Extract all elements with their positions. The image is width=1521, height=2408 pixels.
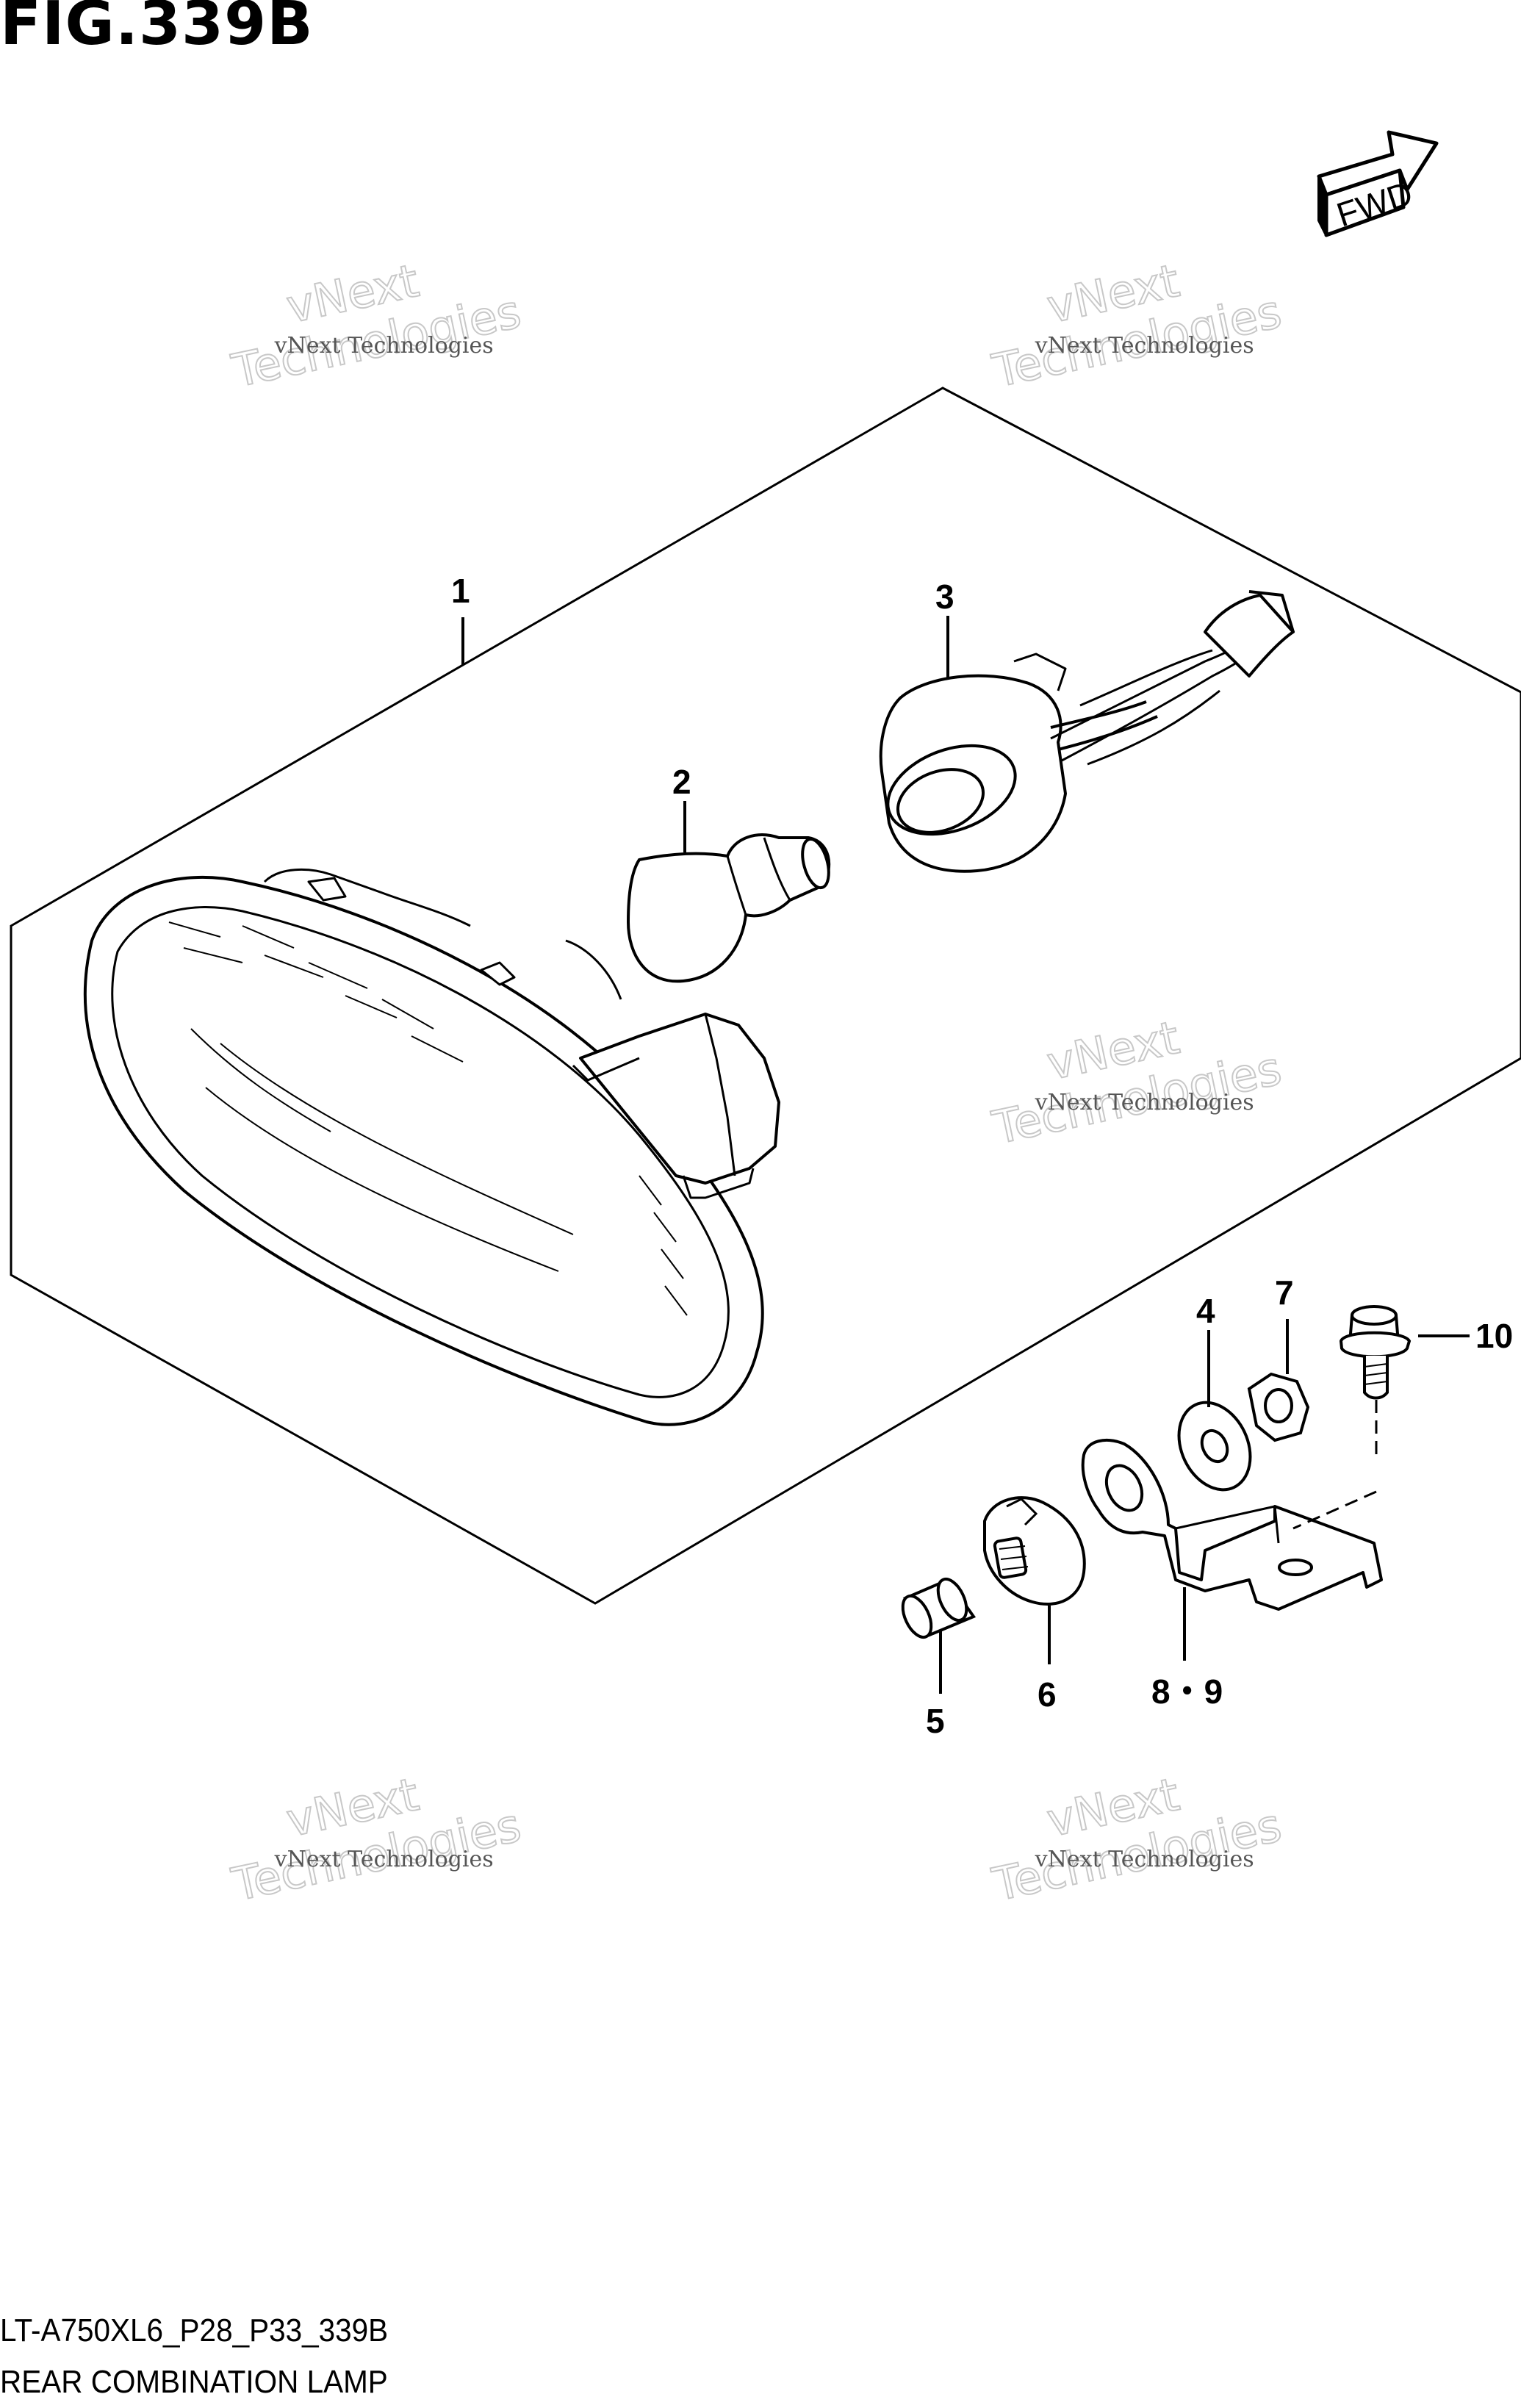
leader-lines — [461, 616, 1470, 1694]
callout-4: 4 — [1196, 1292, 1215, 1330]
svg-text:vNext Technologies: vNext Technologies — [274, 333, 494, 359]
fwd-arrow-icon: FWD — [1317, 130, 1439, 237]
callout-3: 3 — [935, 578, 954, 616]
assembly-outline — [10, 387, 1521, 1605]
figure-name: REAR COMBINATION LAMP — [0, 2364, 388, 2400]
callout-1: 1 — [451, 572, 470, 610]
watermark-bottom-left: vNext Technologies vNext Technologies — [226, 1767, 526, 1912]
callout-6: 6 — [1038, 1675, 1057, 1714]
bulb — [626, 833, 831, 983]
callout-8-9: 8・9 — [1151, 1672, 1223, 1711]
bulb-socket — [879, 590, 1295, 873]
callout-5: 5 — [926, 1702, 945, 1740]
washer — [1177, 1401, 1252, 1492]
svg-text:vNext Technologies: vNext Technologies — [274, 1847, 494, 1872]
lamp-housing — [83, 868, 780, 1426]
bracket — [1081, 1439, 1383, 1611]
collar — [901, 1577, 977, 1639]
svg-text:vNext Technologies: vNext Technologies — [1035, 1090, 1254, 1115]
bolt — [1339, 1305, 1412, 1459]
svg-text:vNext Technologies: vNext Technologies — [1035, 1847, 1254, 1872]
grommet — [983, 1496, 1086, 1606]
model-code: LT-A750XL6_P28_P33_339B — [0, 2312, 389, 2348]
watermark-mid-right: vNext Technologies vNext Technologies — [987, 1010, 1287, 1155]
figure-title: FIG.339B — [0, 0, 314, 59]
callout-10: 10 — [1475, 1317, 1513, 1355]
callout-7: 7 — [1275, 1273, 1294, 1312]
callout-2: 2 — [672, 763, 691, 801]
svg-text:vNext Technologies: vNext Technologies — [1035, 333, 1254, 359]
watermark-top-right: vNext Technologies vNext Technologies — [987, 253, 1287, 398]
watermark-top-left: vNext Technologies vNext Technologies — [226, 253, 526, 398]
nut — [1247, 1372, 1310, 1442]
watermark-bottom-right: vNext Technologies vNext Technologies — [987, 1767, 1287, 1912]
